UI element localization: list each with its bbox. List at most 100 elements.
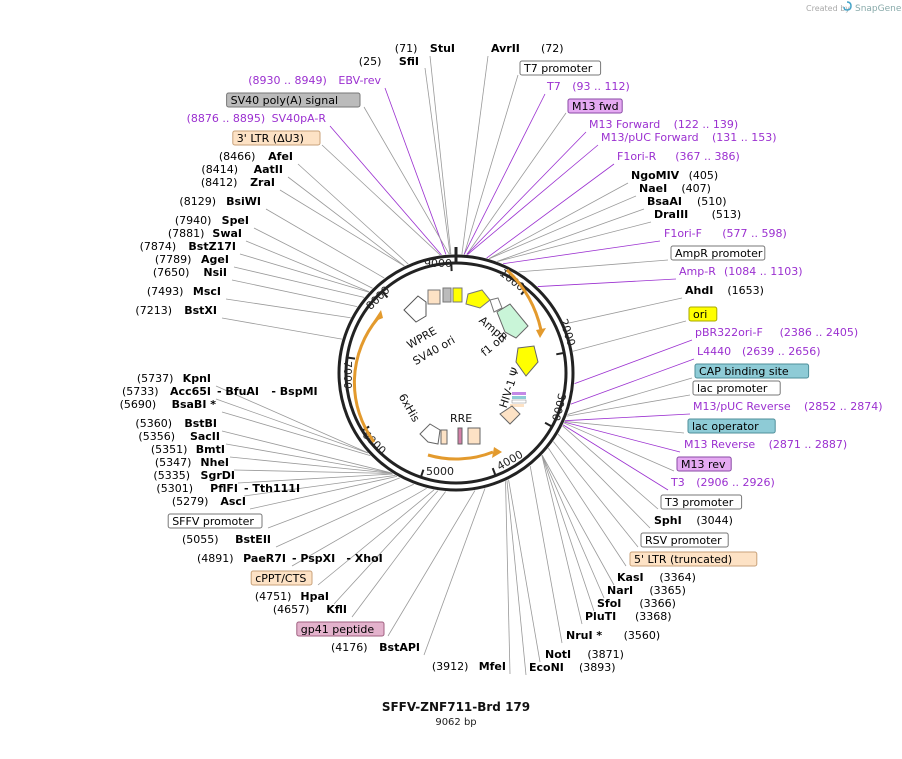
leader-line: [541, 455, 595, 612]
leader-line: [424, 67, 451, 255]
left-label-swai-pos: (7881): [168, 227, 205, 240]
leader-line: [503, 240, 661, 265]
leader-line: [497, 221, 652, 262]
left-label-bmti-pos: (5351): [151, 443, 188, 456]
right-label-sphi: SphI: [654, 514, 682, 527]
right-label-t3-promoter: T3 promoter: [664, 496, 734, 509]
leader-line: [467, 144, 599, 255]
right-label-f1ori-f: F1ori-F: [664, 227, 702, 240]
left-label-bstz17i: BstZ17I: [188, 240, 236, 253]
right-label-sfoi: SfoI: [597, 597, 621, 610]
leader-line: [553, 441, 639, 548]
right-label-m13-fwd-box: [567, 98, 623, 114]
right-label-m13-puc-reverse-pos: (2852 .. 2874): [804, 400, 883, 413]
right-label-sphi-pos: (3044): [696, 514, 733, 527]
left-label-bsteii: BstEII: [235, 533, 271, 546]
feature-polya-block: [442, 287, 452, 303]
left-label-paer7i-extra-1: - XhoI: [346, 552, 382, 565]
leader-line: [537, 278, 677, 287]
left-label-bstapi: BstAPI: [379, 641, 420, 654]
label-leader-lines: [215, 55, 695, 676]
leader-line: [317, 489, 435, 586]
right-label-nrui--pos: (3560): [624, 629, 661, 642]
right-label-t3-promoter-box: [660, 494, 743, 510]
right-label-ahdi-pos: (1653): [727, 284, 764, 297]
left-label-afei-pos: (8466): [219, 150, 256, 163]
leader-line: [463, 74, 519, 255]
left-label-sv40pa-r-pos: (8876 .. 8895): [187, 112, 266, 125]
right-label-draiii: DraIII: [654, 208, 688, 221]
right-label-m13-rev-box: [676, 456, 732, 472]
left-label-nhei-pos: (5347): [155, 456, 192, 469]
arc-lenti-bottom-arrow: [492, 447, 502, 458]
right-label-rsv-promoter: RSV promoter: [645, 534, 722, 547]
left-label-mfei: MfeI: [479, 660, 506, 673]
left-label-acc65i-extra-1: - BspMI: [271, 385, 317, 398]
right-label-lac-operator-box: [687, 418, 776, 434]
leader-line: [497, 208, 645, 262]
left-label-sffv-promoter: SFFV promoter: [172, 515, 254, 528]
label-rre: RRE: [450, 412, 472, 425]
leader-line: [233, 469, 393, 474]
inner-labels: WPRE SV40 ori f1 ori AmpR ori HIV-1 Ψ 6x…: [396, 314, 522, 425]
left-label-mfei-pos: (3912): [432, 660, 469, 673]
left-label-sacii-pos: (5356): [138, 430, 175, 443]
right-label-m13-reverse: M13 Reverse: [684, 438, 755, 451]
right-label-f1ori-f-pos: (577 .. 598): [722, 227, 787, 240]
left-label-bstz17i-pos: (7874): [140, 240, 177, 253]
leader-line: [562, 425, 659, 510]
leader-line: [297, 163, 409, 265]
left-label-afei: AfeI: [268, 150, 293, 163]
left-label-nhei: NheI: [200, 456, 229, 469]
left-label-ebv-rev: EBV-rev: [338, 74, 381, 87]
leader-line: [287, 176, 405, 267]
leader-line: [529, 465, 563, 644]
leader-line: [229, 456, 392, 474]
right-label-ngomiv-pos: (405): [689, 169, 719, 182]
leader-line: [562, 424, 669, 491]
right-label-bsaai-pos: (510): [697, 195, 727, 208]
left-label-cppt-cts: cPPT/CTS: [255, 572, 306, 585]
leader-line: [567, 377, 693, 415]
leader-line: [548, 447, 627, 567]
left-label-bstxi: BstXI: [184, 304, 217, 317]
feature-wpre: [403, 295, 427, 323]
left-label-zrai: ZraI: [250, 176, 275, 189]
right-label-amp-r-pos: (1084 .. 1103): [724, 265, 803, 278]
left-label-kpni: KpnI: [183, 372, 211, 385]
left-label-asci-pos: (5279): [172, 495, 209, 508]
leader-line: [225, 298, 351, 319]
right-label-sfoi-pos: (3366): [639, 597, 676, 610]
leader-line: [463, 93, 546, 255]
left-label-bsabi--pos: (5690): [120, 398, 157, 411]
feature-cppt: [440, 429, 448, 445]
leader-line: [564, 297, 683, 325]
feature-f1ori: [465, 289, 491, 309]
leader-line: [333, 490, 439, 605]
leader-line: [351, 491, 446, 618]
arc-ori-region: [505, 268, 543, 331]
right-label-t7-pos: (93 .. 112): [572, 80, 630, 93]
feature-arcs: [352, 268, 546, 461]
right-label-lac-operator: lac operator: [692, 420, 759, 433]
right-label-avrii-pos: (72): [541, 42, 564, 55]
right-label-m13-puc-forward-pos: (131 .. 153): [712, 131, 777, 144]
leader-line: [233, 266, 365, 298]
leader-line: [488, 182, 629, 260]
left-label-bmti: BmtI: [196, 443, 225, 456]
left-label-bstxi-pos: (7213): [135, 304, 172, 317]
feature-sv40ori-block: [452, 287, 463, 303]
leader-line: [466, 131, 587, 255]
right-label-nari-pos: (3365): [649, 584, 686, 597]
left-label-kpni-pos: (5737): [137, 372, 174, 385]
leader-line: [387, 490, 476, 637]
right-label-noti: NotI: [545, 648, 571, 661]
right-label-5-ltr-truncated--box: [629, 551, 758, 567]
left-label-sgrdi-pos: (5335): [153, 469, 190, 482]
right-label-m13-fwd: M13 fwd: [572, 100, 619, 113]
left-label-kfli: KflI: [326, 603, 347, 616]
map-title: SFFV-ZNF711-Brd 179: [382, 700, 530, 714]
left-label-acc65i: Acc65I: [170, 385, 211, 398]
arc-lenti-left-arrow: [373, 310, 383, 322]
tick-mark: [491, 467, 497, 476]
